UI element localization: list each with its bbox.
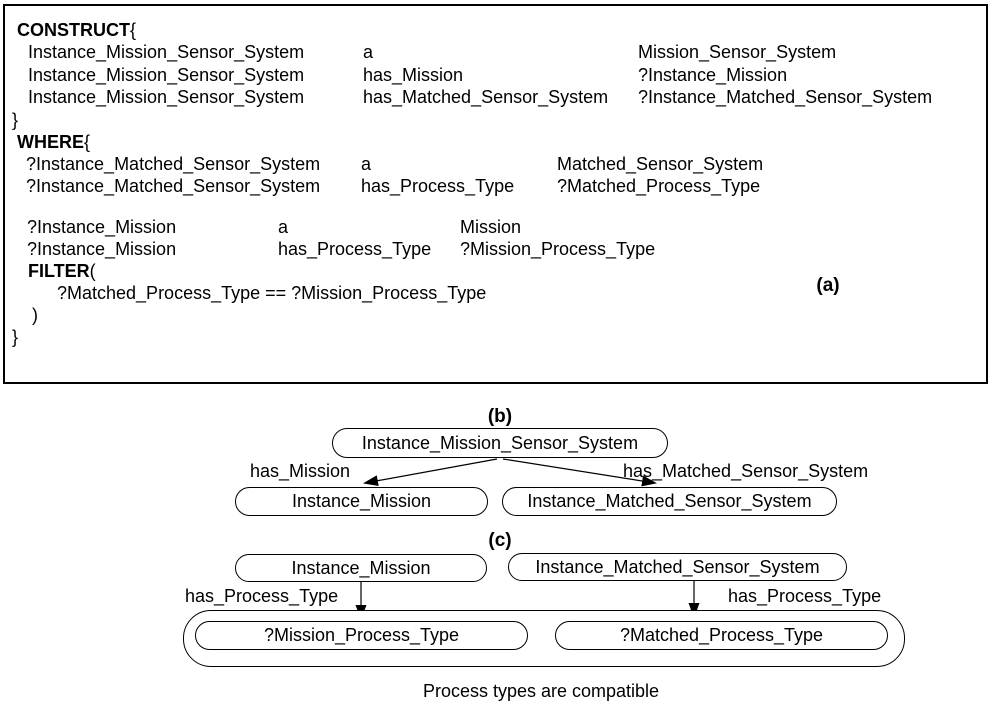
triple-predicate: a [278,217,289,237]
panel-c-label: (c) [488,530,512,551]
edge-has-mission-arrow [363,458,498,487]
open-brace: { [130,20,137,40]
triple-subject: ?Instance_Matched_Sensor_System [26,176,321,196]
code-line-triple: ?Instance_Matched_Sensor_System a Matche… [0,153,1000,175]
edge-label-has-process-type-right: has_Process_Type [728,586,882,606]
close-brace: } [12,110,19,130]
triple-subject: Instance_Mission_Sensor_System [28,65,305,85]
triple-predicate: has_Matched_Sensor_System [363,87,609,107]
triple-object: ?Instance_Matched_Sensor_System [638,87,933,107]
code-line-triple: Instance_Mission_Sensor_System a Mission… [0,41,1000,63]
code-line-triple: Instance_Mission_Sensor_System has_Missi… [0,64,1000,86]
query-panel-border [3,4,988,384]
filter-expression: ?Matched_Process_Type == ?Mission_Proces… [57,283,487,303]
edge-label-has-mission: has_Mission [250,461,351,481]
code-line-filter-body: ?Matched_Process_Type == ?Mission_Proces… [0,282,1000,304]
node-label: Instance_Mission [291,491,432,511]
triple-object: ?Instance_Mission [638,65,788,85]
code-line-construct: CONSTRUCT{ [0,19,1000,41]
node-label: Instance_Mission_Sensor_System [361,432,639,453]
triple-subject: ?Instance_Mission [27,239,177,259]
code-line-close-brace: } [0,326,1000,348]
node-label: ?Mission_Process_Type [263,625,460,645]
code-line-triple: ?Instance_Mission a Mission [0,216,1000,238]
triple-object: ?Mission_Process_Type [460,239,656,259]
node-instance-matched-sensor-system: Instance_Matched_Sensor_System [508,553,847,581]
node-instance-matched-sensor-system: Instance_Matched_Sensor_System [502,487,837,516]
triple-predicate: a [363,42,374,62]
close-paren: ) [32,305,38,325]
triple-subject: ?Instance_Matched_Sensor_System [26,154,321,174]
triple-object: ?Matched_Process_Type [557,176,761,196]
triple-predicate: has_Mission [363,65,464,85]
node-label: Instance_Matched_Sensor_System [535,556,820,577]
triple-object: Mission_Sensor_System [638,42,837,62]
node-mission-process-type: ?Mission_Process_Type [195,621,528,650]
close-brace: } [12,327,19,347]
node-instance-mission: Instance_Mission [235,554,487,582]
code-line-triple: ?Instance_Matched_Sensor_System has_Proc… [0,175,1000,197]
edge-label-has-process-type-left: has_Process_Type [185,586,339,606]
filter-keyword: FILTER [28,261,90,281]
code-line-where: WHERE{ [0,131,1000,153]
where-keyword: WHERE [17,132,84,152]
node-instance-mission-sensor-system: Instance_Mission_Sensor_System [332,428,668,458]
triple-predicate: has_Process_Type [278,239,432,259]
code-line-close-brace: } [0,109,1000,131]
node-label: ?Matched_Process_Type [619,625,824,645]
code-line-close-paren: ) [0,304,1000,326]
node-label: Instance_Matched_Sensor_System [527,491,812,511]
code-line-triple: Instance_Mission_Sensor_System has_Match… [0,86,1000,108]
construct-keyword: CONSTRUCT [17,20,130,40]
panel-a-label: (a) [816,275,840,296]
triple-subject: ?Instance_Mission [27,217,177,237]
triple-predicate: a [361,154,372,174]
open-paren: ( [89,261,96,281]
triple-subject: Instance_Mission_Sensor_System [28,87,305,107]
panel-b-label: (b) [487,406,513,427]
open-brace: { [84,132,91,152]
triple-predicate: has_Process_Type [361,176,515,196]
node-matched-process-type: ?Matched_Process_Type [555,621,888,650]
code-line-triple: ?Instance_Mission has_Process_Type ?Miss… [0,238,1000,260]
code-line-filter: FILTER( [0,260,1000,282]
triple-subject: Instance_Mission_Sensor_System [28,42,305,62]
triple-object: Matched_Sensor_System [557,154,764,174]
triple-object: Mission [460,217,522,237]
node-label: Instance_Mission [291,557,431,578]
figure-caption: Process types are compatible [422,681,660,701]
edge-label-has-matched-sensor-system: has_Matched_Sensor_System [623,461,869,481]
node-instance-mission: Instance_Mission [235,487,488,516]
